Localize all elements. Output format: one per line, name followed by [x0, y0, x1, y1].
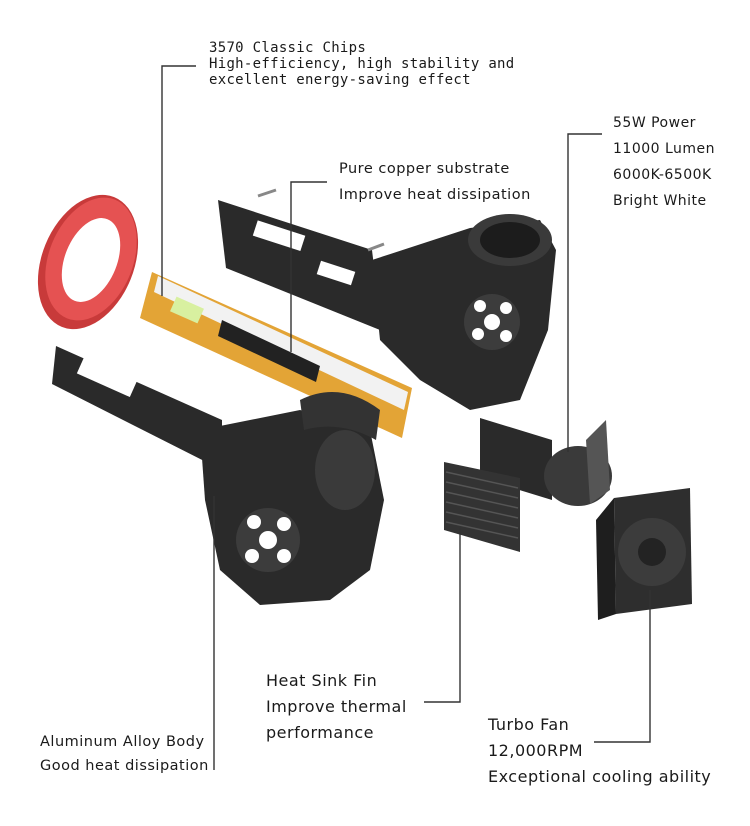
copper-line2: Improve heat dissipation — [339, 187, 531, 203]
heat-sink — [444, 418, 552, 552]
callout-chips: 3570 Classic Chips High-efficiency, high… — [209, 40, 515, 88]
power-line2: 11000 Lumen — [613, 141, 716, 157]
fan-leader-line — [594, 590, 651, 743]
power-line1: 55W Power — [613, 115, 696, 131]
copper-leader-line — [290, 181, 327, 352]
chips-line2: High-efficiency, high stability and — [209, 56, 515, 72]
chips-line1: 3570 Classic Chips — [209, 40, 367, 56]
heatsink-line2: Improve thermal — [266, 697, 407, 716]
callout-heatsink: Heat Sink Fin Improve thermal performanc… — [266, 668, 407, 746]
heatsink-leader-line — [424, 528, 461, 703]
fan-line3: Exceptional cooling ability — [488, 767, 712, 786]
chips-line3: excellent energy-saving effect — [209, 72, 471, 88]
alloy-line1: Aluminum Alloy Body — [40, 734, 205, 750]
power-line3: 6000K-6500K — [613, 167, 712, 183]
callout-lines — [161, 65, 651, 770]
fan-adapter — [544, 420, 612, 506]
upper-half-body — [218, 188, 556, 410]
heatsink-line1: Heat Sink Fin — [266, 671, 378, 690]
callout-power: 55W Power 11000 Lumen 6000K-6500K Bright… — [613, 110, 715, 214]
turbo-fan — [596, 488, 692, 620]
callout-fan: Turbo Fan 12,000RPM Exceptional cooling … — [488, 712, 711, 790]
power-leader-line — [567, 133, 602, 452]
lower-half-body — [52, 346, 384, 605]
power-line4: Bright White — [613, 193, 707, 209]
chips-leader-line — [161, 65, 196, 296]
fan-line1: Turbo Fan — [488, 715, 570, 734]
callout-alloy: Aluminum Alloy Body Good heat dissipatio… — [40, 730, 209, 778]
alloy-line2: Good heat dissipation — [40, 758, 209, 774]
heatsink-line3: performance — [266, 723, 374, 742]
red-ring — [37, 194, 139, 330]
fan-line2: 12,000RPM — [488, 741, 584, 760]
copper-line1: Pure copper substrate — [339, 161, 510, 177]
callout-copper: Pure copper substrate Improve heat dissi… — [339, 156, 531, 208]
